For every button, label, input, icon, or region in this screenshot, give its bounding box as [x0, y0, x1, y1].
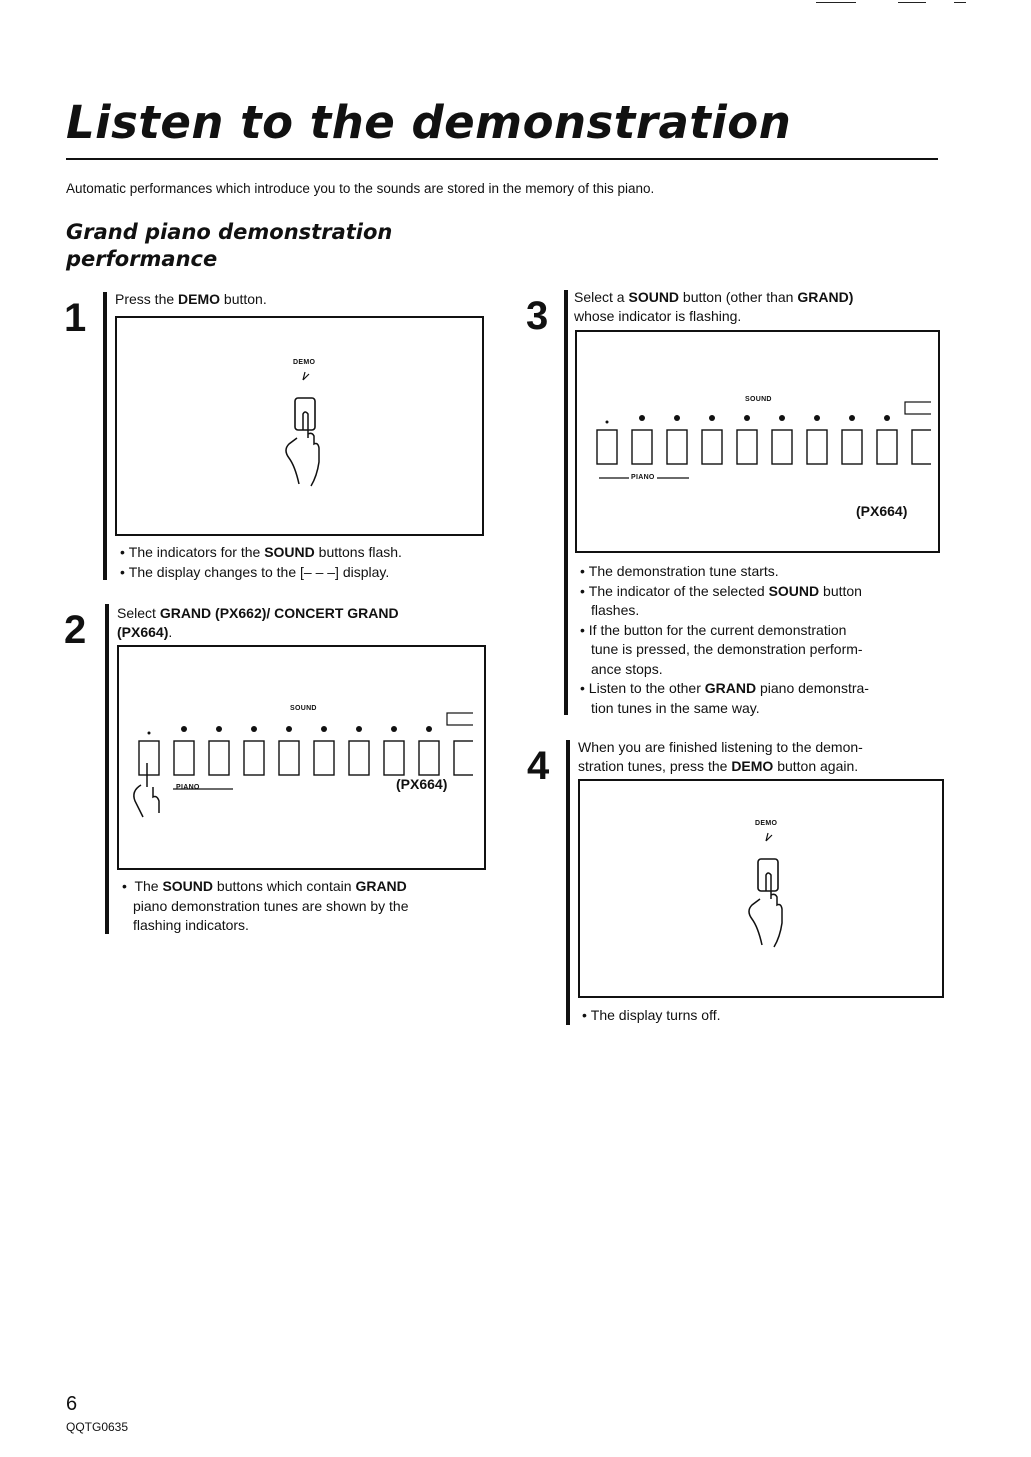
step-1-notes: The indicators for the SOUND buttons fla…	[118, 543, 478, 582]
step-2-figure: SOUND PIANO (PX664)	[117, 645, 486, 870]
step-4-notes: The display turns off.	[580, 1006, 940, 1026]
scan-mark	[954, 2, 966, 3]
step-4-demo-label: DEMO	[755, 820, 778, 827]
scan-mark	[816, 2, 856, 3]
title-rule	[66, 158, 938, 160]
step-3-note: Listen to the other GRAND piano demonstr…	[578, 679, 938, 718]
step-1-note: The indicators for the SOUND buttons fla…	[118, 543, 478, 563]
step-2-notes: The SOUND buttons which contain GRAND pi…	[120, 877, 480, 936]
step-2-model-label: (PX664)	[396, 776, 448, 792]
page-number: 6	[66, 1393, 78, 1415]
step-2-sound-buttons	[138, 712, 473, 790]
step-2-sound-label: SOUND	[290, 705, 317, 712]
step-3-figure: SOUND PIANO (PX664)	[575, 330, 940, 553]
step-3-piano-label: PIANO	[629, 474, 657, 481]
finger-press-demo-icon	[285, 371, 320, 487]
step-1-note: The display changes to the [– – –] displ…	[118, 563, 478, 583]
scan-mark	[898, 2, 926, 3]
finger-press-demo-icon	[748, 832, 783, 948]
step-1-demo-label: DEMO	[293, 359, 316, 366]
step-4-figure: DEMO	[578, 779, 944, 998]
step-3-bar	[564, 290, 568, 715]
step-2-instruction: Select GRAND (PX662)/ CONCERT GRAND (PX6…	[117, 605, 399, 640]
step-3-note: The indicator of the selected SOUND butt…	[578, 582, 938, 621]
step-3-number: 3	[526, 294, 549, 338]
step-1-figure: DEMO	[115, 316, 484, 536]
step-1-bar	[103, 292, 107, 580]
step-4-note: The display turns off.	[580, 1006, 940, 1026]
section-title-line2: performance	[66, 247, 218, 271]
step-2-number: 2	[64, 608, 87, 652]
step-4-number: 4	[527, 744, 550, 788]
section-title: Grand piano demonstration performance	[66, 219, 486, 273]
step-1-instruction: Press the DEMO button.	[115, 290, 267, 309]
step-1-text-bold: DEMO	[178, 291, 221, 307]
step-2-bar	[105, 604, 109, 934]
step-3-notes: The demonstration tune starts. The indic…	[578, 562, 938, 718]
step-4-instruction: When you are finished listening to the d…	[578, 739, 863, 774]
page-title: Listen to the demonstration	[66, 96, 792, 149]
document-code: QQTG0635	[66, 1420, 129, 1434]
step-2-piano-label: PIANO	[176, 784, 200, 791]
step-2-finger-icon	[133, 763, 160, 818]
step-3-note: If the button for the current demonstrat…	[578, 621, 938, 680]
step-3-note: The demonstration tune starts.	[578, 562, 938, 582]
intro-text: Automatic performances which introduce y…	[66, 181, 655, 196]
step-1-number: 1	[64, 296, 87, 340]
step-1-text-pre: Press the	[115, 291, 179, 307]
step-3-sound-label: SOUND	[745, 396, 772, 403]
step-2-note: The SOUND buttons which contain GRAND pi…	[120, 877, 480, 936]
step-3-model-label: (PX664)	[856, 503, 908, 519]
section-title-line1: Grand piano demonstration	[66, 220, 393, 244]
step-1-text-post: button.	[220, 291, 267, 307]
step-4-bar	[566, 740, 570, 1025]
step-3-instruction: Select a SOUND button (other than GRAND)…	[574, 289, 854, 324]
